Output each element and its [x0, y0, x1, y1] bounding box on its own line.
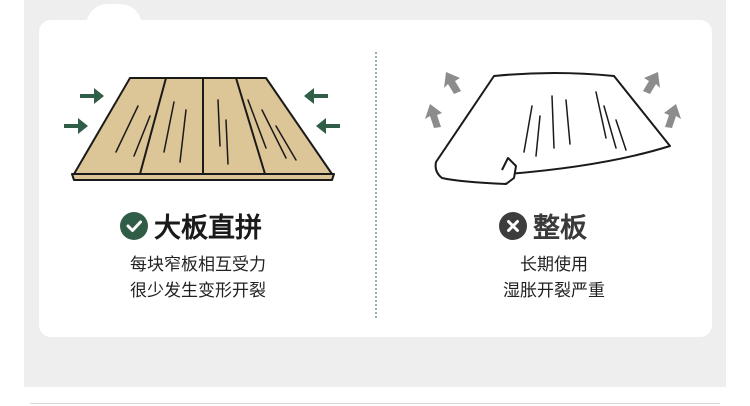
inward-arrow-icon	[64, 88, 340, 134]
title-text: 整板	[533, 213, 587, 244]
whole-board-description: 长期使用 湿胀开裂严重	[482, 252, 626, 304]
spliced-board-illustration	[64, 77, 340, 181]
title-text: 大板直拼	[154, 213, 262, 244]
spliced-board-description: 每块窄板相互受力 很少发生变形开裂	[110, 252, 286, 304]
description-line: 湿胀开裂严重	[503, 281, 605, 301]
warped-board-illustration	[425, 72, 681, 185]
check-circle-icon	[120, 211, 148, 240]
description-line: 每块窄板相互受力	[130, 255, 266, 275]
description-line: 长期使用	[520, 255, 588, 275]
panel-divider	[375, 52, 377, 318]
description-line: 很少发生变形开裂	[130, 281, 266, 301]
wood-grain	[115, 99, 297, 165]
x-circle-icon	[499, 211, 527, 240]
outward-arrow-icon	[425, 72, 681, 128]
bottom-divider	[30, 403, 720, 404]
whole-board-title: 整板	[499, 206, 587, 245]
spliced-board-title: 大板直拼	[120, 206, 262, 245]
board-grain	[523, 91, 627, 157]
wood-board	[71, 77, 335, 181]
